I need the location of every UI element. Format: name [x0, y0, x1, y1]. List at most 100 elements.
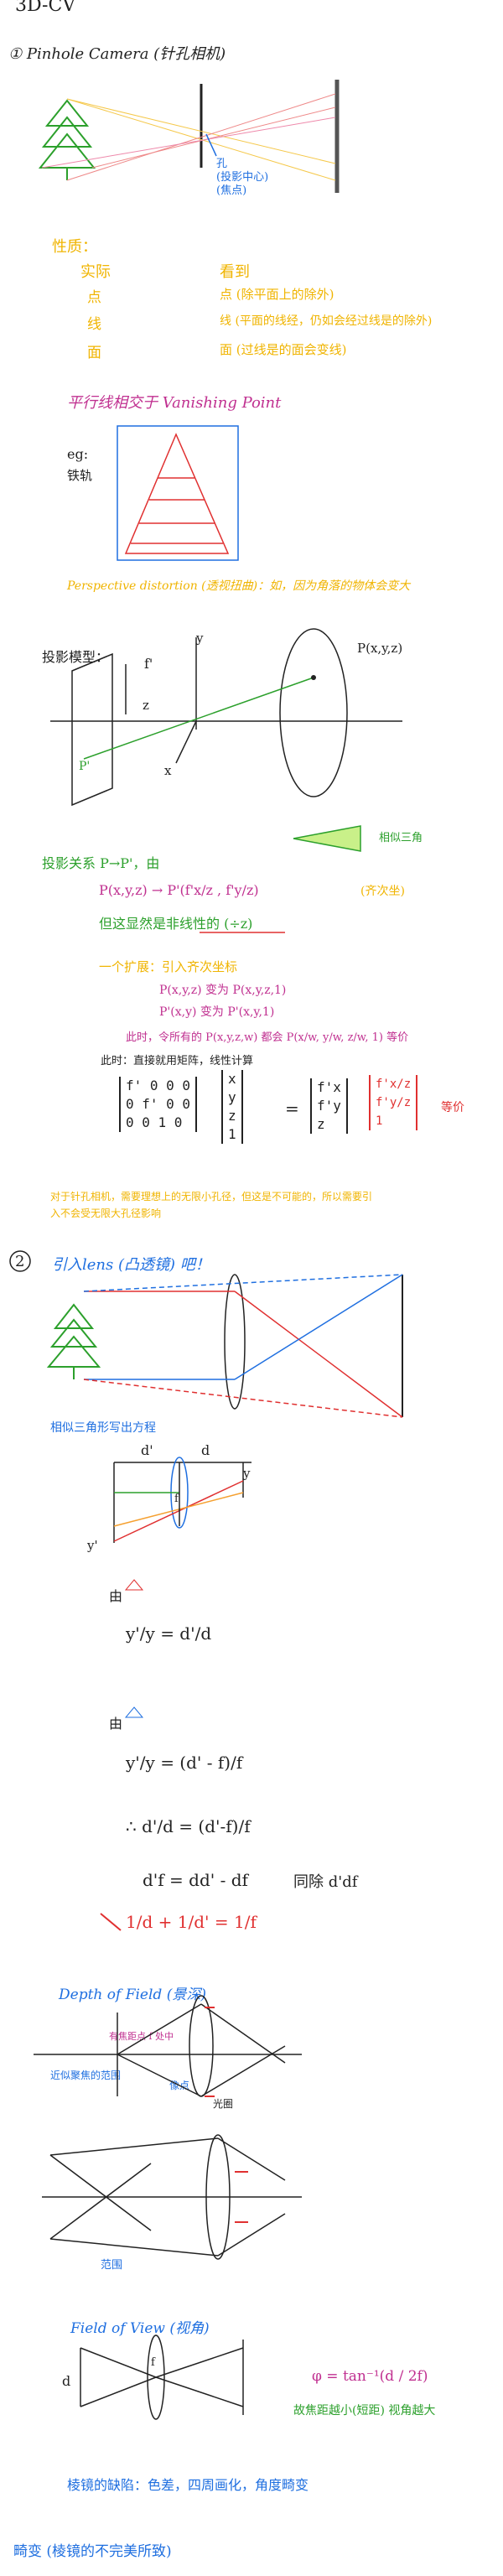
section-1-title: ① Pinhole Camera (针孔相机)	[8, 45, 226, 63]
homog-line-4: 此时：直接就用矩阵，线性计算	[101, 1055, 254, 1067]
vector-entry: 1	[376, 1114, 383, 1128]
tri-blue-icon	[124, 1706, 144, 1718]
result-vector: f'x f'y z	[310, 1078, 348, 1134]
similar-triangles-sketch	[113, 1457, 252, 1543]
similar-tri-note: 相似三角	[379, 832, 423, 844]
pinhole-label: 孔 (投影中心) (焦点)	[216, 158, 269, 197]
vector-entry: y	[228, 1089, 236, 1105]
vector-entry: x	[228, 1071, 236, 1087]
rails-sketch	[124, 433, 230, 554]
fov-equation: φ = tan⁻¹(d / 2f)	[312, 2368, 428, 2385]
equals-sign: =	[285, 1098, 299, 1119]
equation-5: 1/d + 1/d' = 1/f	[126, 1912, 257, 1932]
eq2-by: 由	[109, 1716, 123, 1732]
dof-range: 范围	[101, 2259, 123, 2272]
z-label: z	[143, 698, 149, 713]
matrix-row: 0 f' 0 0	[126, 1096, 191, 1112]
rails-box	[117, 425, 239, 561]
dof-note-2: 近似聚焦的范围	[50, 2070, 122, 2081]
similar-tri-title: 相似三角形写出方程	[50, 1421, 156, 1435]
lens-icon	[224, 1274, 246, 1410]
point-p-label: P(x,y,z)	[357, 641, 403, 656]
cross-out	[100, 1913, 122, 1931]
distortion-note: 畸变 (棱镜的不完美所致)	[13, 2543, 172, 2560]
equiv-note: 等价	[441, 1101, 464, 1114]
equation-3: ∴ d'/d = (d'-f)/f	[126, 1816, 251, 1836]
row2-left: 线	[87, 316, 101, 333]
vector-entry: z	[317, 1116, 325, 1132]
homog-title: 一个扩展：引入齐次坐标	[99, 959, 238, 974]
section-2-number: 2	[15, 1253, 25, 1270]
eq1-by: 由	[109, 1588, 123, 1604]
relation-text: 投影关系 P→P'，由	[42, 855, 160, 871]
eg-rails: 铁轨	[67, 468, 93, 483]
props-title: 性质：	[52, 238, 97, 256]
nonlinear-note: 但这显然是非线性的 (÷z)	[99, 916, 253, 932]
col-real: 实际	[80, 263, 111, 281]
vector-entry: z	[228, 1108, 236, 1124]
x-axis-label: x	[164, 763, 172, 778]
vector-entry: f'x	[317, 1079, 341, 1095]
eg-label: eg:	[67, 446, 89, 462]
row3-left: 面	[87, 345, 101, 361]
lens-rays	[83, 1274, 403, 1418]
row1-left: 点	[87, 289, 101, 306]
d-prime-label: d'	[141, 1442, 153, 1458]
projection-matrix: f' 0 0 0 0 f' 0 0 0 0 1 0	[119, 1077, 198, 1132]
lens-issues: 棱镜的缺陷：色差，四周画化，角度畸变	[67, 2477, 309, 2493]
fov-title: Field of View (视角)	[70, 2320, 210, 2337]
dof-markers	[205, 2007, 248, 2223]
dof-sketch-2	[42, 2134, 302, 2260]
dof-sketch-1	[34, 1995, 302, 2097]
similar-tri-icon	[293, 825, 361, 852]
formula-1: P(x,y,z) → P'(f'x/z , f'y/z)	[99, 882, 259, 898]
fov-note: 故焦距越小(短距) 视角越大	[293, 2404, 436, 2418]
point-vector: x y z 1	[221, 1070, 243, 1144]
vector-entry: 1	[228, 1126, 236, 1142]
homog-line-2: P'(x,y) 变为 P'(x,y,1)	[159, 1005, 275, 1019]
projection-sketch	[50, 628, 402, 807]
y-prime-label: y'	[87, 1538, 98, 1553]
homog-line-3: 此时，令所有的 P(x,y,z,w) 都会 P(x/w, y/w, z/w, 1…	[126, 1031, 409, 1044]
tri-red-icon	[124, 1579, 144, 1591]
section-2-title: 引入lens (凸透镜) 吧！	[52, 1256, 210, 1274]
pinhole-note-2: 入不会受无限大孔径影响	[50, 1208, 162, 1219]
pinhole-rays	[41, 93, 336, 181]
fov-f-label: f	[151, 2356, 155, 2369]
vanishing-point-note: 平行线相交于 Vanishing Point	[67, 394, 282, 412]
homog-line-1: P(x,y,z) 变为 P(x,y,z,1)	[159, 984, 287, 997]
equation-4-note: 同除 d'df	[293, 1873, 358, 1891]
tree-icon	[46, 1303, 101, 1379]
page-title: 3D-CV	[15, 0, 76, 16]
matrix-row: 0 0 1 0	[126, 1114, 183, 1130]
y-axis-label: y	[196, 631, 204, 646]
y-label: y	[243, 1466, 251, 1481]
fov-d-label: d	[62, 2373, 71, 2389]
equation-2: y'/y = (d' - f)/f	[126, 1753, 243, 1773]
matrix-row: f' 0 0 0	[126, 1078, 191, 1093]
f-label: f'	[144, 656, 153, 672]
equation-4: d'f = dd' - df	[143, 1870, 248, 1890]
dof-note-1: 有焦距点 f 处中	[109, 2031, 174, 2042]
equation-1: y'/y = d'/d	[126, 1623, 212, 1644]
dof-note-4: 光圈	[213, 2098, 234, 2110]
vector-entry: f'x/z	[376, 1078, 412, 1091]
section-2-circle	[9, 1250, 31, 1272]
fov-sketch	[80, 2334, 244, 2420]
hole-arrow	[205, 133, 217, 157]
f-lens-label: f	[174, 1493, 179, 1505]
dof-title: Depth of Field (景深)	[59, 1987, 206, 2003]
tree-icon	[38, 99, 96, 180]
formula-1-note: (齐次坐)	[360, 885, 405, 898]
d-label: d	[201, 1442, 210, 1458]
col-seen: 看到	[220, 263, 250, 281]
row2-right: 线 (平面的线经，仍如会经过线是的除外)	[220, 314, 433, 328]
proj-model-label: 投影模型：	[42, 649, 110, 665]
row3-right: 面 (过线是的面会变线)	[220, 342, 347, 357]
vector-entry: f'y	[317, 1098, 341, 1114]
vector-entry: f'y/z	[376, 1096, 412, 1109]
row1-right: 点 (除平面上的除外)	[220, 287, 334, 302]
point-pprime-label: P'	[79, 760, 91, 773]
pinhole-note-1: 对于针孔相机，需要理想上的无限小孔径，但这是不可能的，所以需要引	[50, 1191, 373, 1202]
